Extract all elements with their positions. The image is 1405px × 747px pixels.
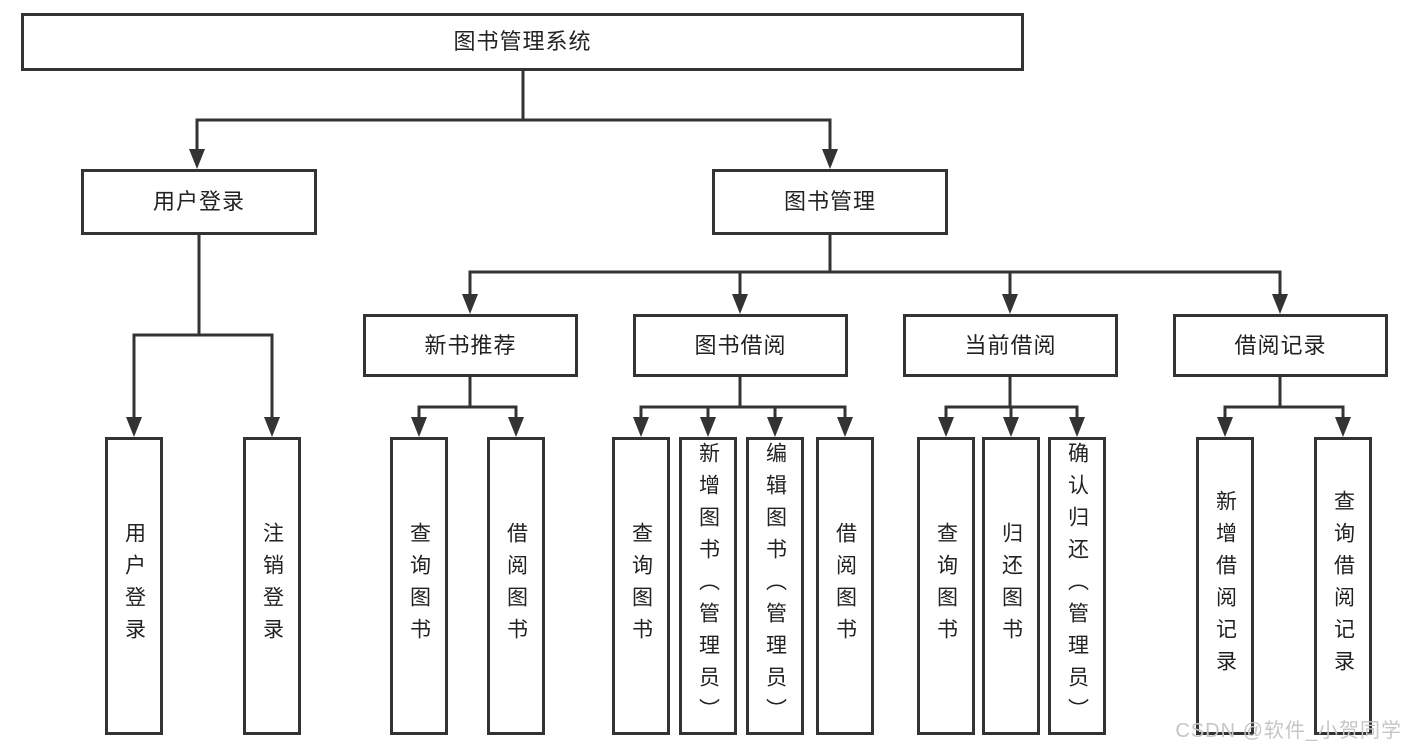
- leaf-borrow-query-books-label: 查询图书: [629, 522, 653, 650]
- node-borrow-records: 借阅记录: [1173, 314, 1388, 377]
- leaf-newbooks-borrow-books-label: 借阅图书: [504, 522, 528, 650]
- leaf-current-query-books-label: 查询图书: [934, 522, 958, 650]
- leaf-current-return-books-label: 归还图书: [999, 522, 1023, 650]
- leaf-user-login-label: 用户登录: [122, 522, 146, 650]
- csdn-watermark: CSDN @软件_小贺同学: [1175, 720, 1402, 742]
- node-user-login-label: 用户登录: [152, 189, 245, 214]
- leaf-borrow-add-books-admin-label: 新增图书（管理员）: [696, 442, 720, 730]
- node-book-borrow: 图书借阅: [633, 314, 848, 377]
- connector-new-book-recommend: [411, 375, 524, 437]
- connector-borrow-records: [1217, 375, 1351, 437]
- leaf-records-query-record: 查询借阅记录: [1314, 437, 1372, 735]
- node-library-system-label: 图书管理系统: [453, 29, 592, 54]
- leaf-records-add-record: 新增借阅记录: [1196, 437, 1254, 735]
- node-new-book-recommend: 新书推荐: [363, 314, 578, 377]
- leaf-current-confirm-return-admin: 确认归还（管理员）: [1048, 437, 1106, 735]
- leaf-borrow-edit-books-admin: 编辑图书（管理员）: [746, 437, 804, 735]
- leaf-current-query-books: 查询图书: [917, 437, 975, 735]
- connector-current-borrow: [938, 375, 1085, 437]
- connector-book-borrow: [633, 375, 853, 437]
- node-new-book-recommend-label: 新书推荐: [424, 332, 517, 358]
- node-library-system: 图书管理系统: [21, 13, 1024, 71]
- node-current-borrow-label: 当前借阅: [964, 332, 1057, 358]
- leaf-current-confirm-return-admin-label: 确认归还（管理员）: [1065, 442, 1089, 730]
- leaf-newbooks-query-books: 查询图书: [390, 437, 448, 735]
- leaf-logout: 注销登录: [243, 437, 301, 735]
- leaf-borrow-edit-books-admin-label: 编辑图书（管理员）: [763, 442, 787, 730]
- leaf-logout-label: 注销登录: [260, 522, 284, 650]
- node-borrow-records-label: 借阅记录: [1234, 332, 1327, 358]
- leaf-current-return-books: 归还图书: [982, 437, 1040, 735]
- leaf-records-query-record-label: 查询借阅记录: [1331, 490, 1355, 682]
- connector-user-login: [126, 233, 280, 437]
- node-user-login: 用户登录: [81, 169, 317, 235]
- node-book-borrow-label: 图书借阅: [694, 332, 787, 358]
- leaf-user-login: 用户登录: [105, 437, 163, 735]
- connector-root: [189, 69, 838, 169]
- leaf-records-add-record-label: 新增借阅记录: [1213, 490, 1237, 682]
- leaf-newbooks-query-books-label: 查询图书: [407, 522, 431, 650]
- leaf-borrow-add-books-admin: 新增图书（管理员）: [679, 437, 737, 735]
- leaf-newbooks-borrow-books: 借阅图书: [487, 437, 545, 735]
- connector-book-management: [462, 233, 1288, 314]
- node-book-management: 图书管理: [712, 169, 948, 235]
- leaf-borrow-borrow-books-label: 借阅图书: [833, 522, 857, 650]
- node-book-management-label: 图书管理: [783, 189, 876, 214]
- node-current-borrow: 当前借阅: [903, 314, 1118, 377]
- leaf-borrow-borrow-books: 借阅图书: [816, 437, 874, 735]
- leaf-borrow-query-books: 查询图书: [612, 437, 670, 735]
